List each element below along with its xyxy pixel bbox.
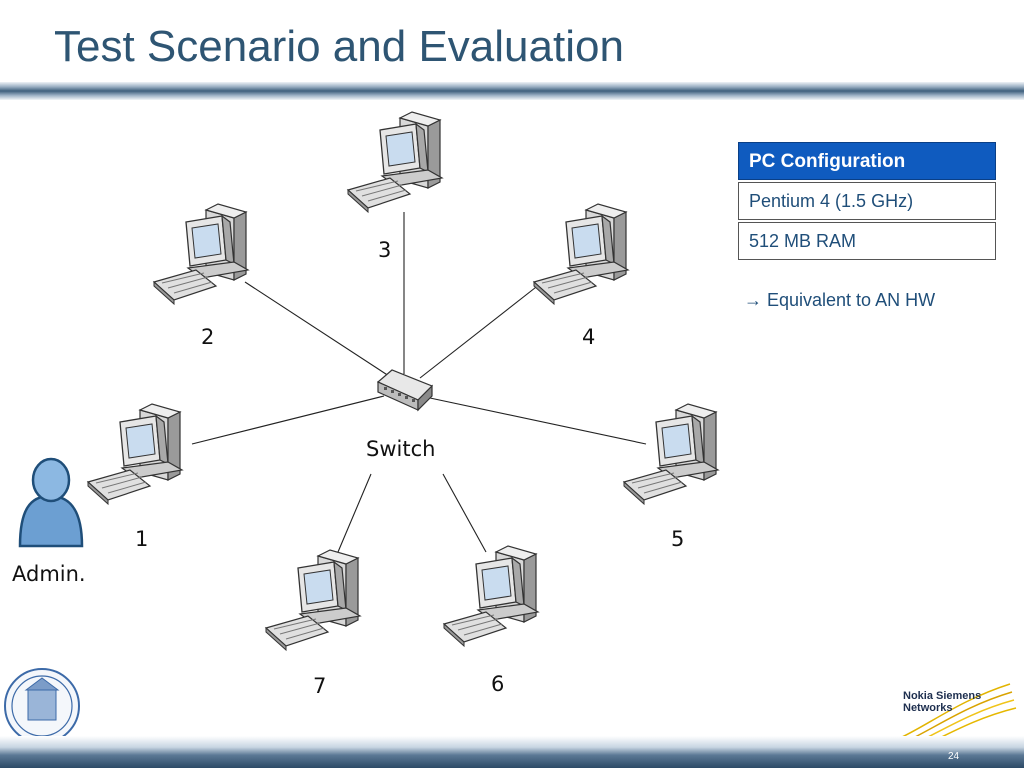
pc-label-5: 5 — [671, 527, 685, 551]
pc-label-7: 7 — [313, 674, 327, 698]
pc-label-1: 1 — [135, 527, 149, 551]
logo-line-2: Networks — [903, 702, 953, 714]
pc-config-row-ram: 512 MB RAM — [738, 222, 996, 260]
computer-icon-4 — [533, 203, 629, 305]
company-logo-text: Nokia Siemens Networks — [903, 690, 981, 714]
pc-label-2: 2 — [201, 325, 215, 349]
computer-icon-2 — [153, 203, 249, 305]
page-title: Test Scenario and Evaluation — [54, 22, 624, 71]
pc-config-header: PC Configuration — [738, 142, 996, 180]
switch-label: Switch — [366, 437, 436, 461]
computer-icon-3 — [347, 111, 443, 213]
pc-label-6: 6 — [491, 672, 505, 696]
computer-icon-1 — [87, 403, 183, 505]
footer-band — [0, 736, 1024, 768]
header-band — [0, 82, 1024, 100]
university-seal-logo — [4, 668, 80, 744]
switch-icon — [376, 369, 434, 412]
pc-config-row-cpu: Pentium 4 (1.5 GHz) — [738, 182, 996, 220]
pc-label-3: 3 — [378, 238, 392, 262]
logo-line-1: Nokia Siemens — [903, 690, 982, 702]
equivalent-note: → Equivalent to AN HW — [744, 290, 936, 310]
pc-label-4: 4 — [582, 325, 596, 349]
computer-icon-5 — [623, 403, 719, 505]
admin-user-icon — [18, 457, 84, 548]
computer-icon-7 — [265, 549, 361, 651]
computer-icon-6 — [443, 545, 539, 647]
page-number: 24 — [948, 751, 960, 762]
admin-label: Admin. — [12, 562, 86, 586]
